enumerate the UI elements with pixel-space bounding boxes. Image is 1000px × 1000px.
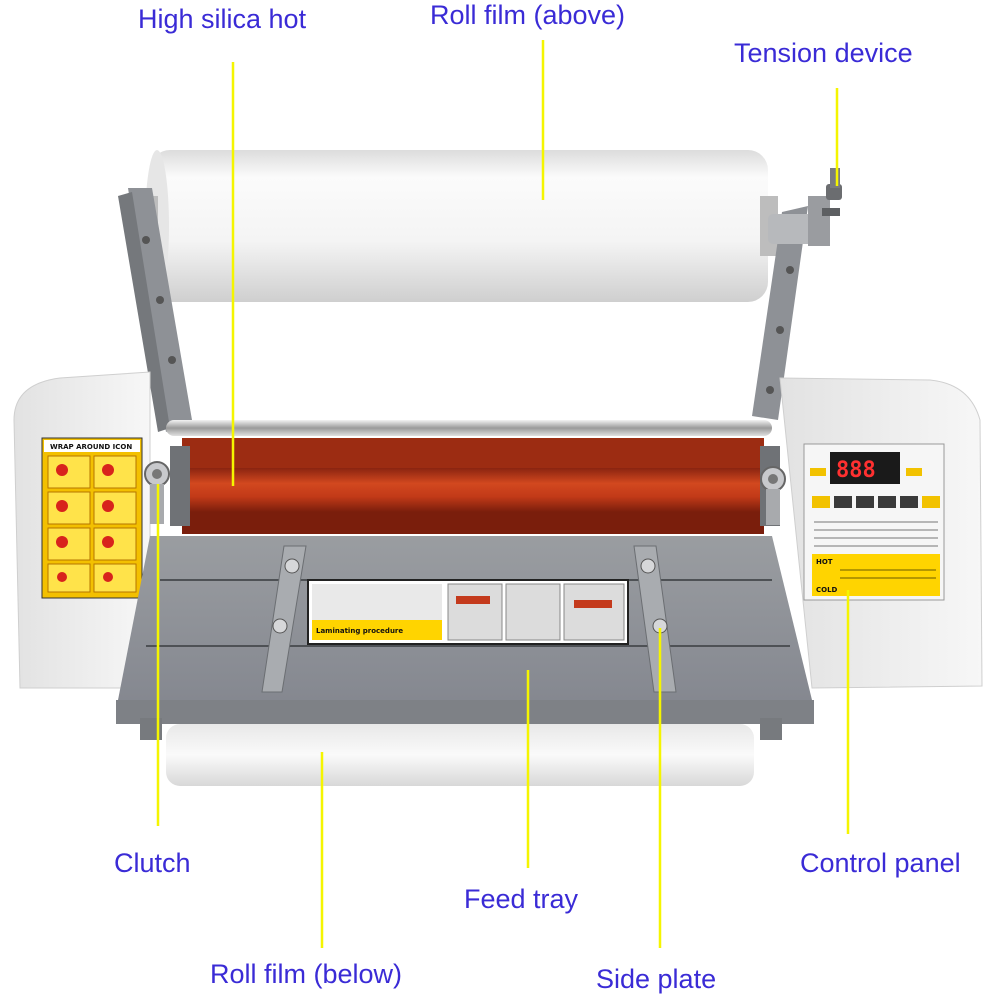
left-sticker-title: WRAP AROUND ICON bbox=[50, 443, 132, 451]
callout-clutch: Clutch bbox=[114, 848, 191, 878]
roll-film-below bbox=[140, 718, 782, 786]
side-arms bbox=[118, 188, 808, 432]
callout-control-panel: Control panel bbox=[800, 848, 961, 878]
callout-roll-film-above: Roll film (above) bbox=[430, 0, 626, 30]
left-sticker: WRAP AROUND ICON bbox=[41, 437, 143, 599]
callout-roll-film-below: Roll film (below) bbox=[210, 959, 403, 989]
callout-high-silica-hot: High silica hot bbox=[138, 4, 307, 34]
tray-sticker-heading: Laminating procedure bbox=[316, 627, 403, 635]
clutch bbox=[144, 461, 786, 525]
control-panel: 888 HOT COLD bbox=[803, 443, 945, 601]
temperature-display: 888 bbox=[836, 458, 876, 483]
tension-device bbox=[768, 168, 842, 246]
side-plates bbox=[261, 545, 677, 693]
callout-side-plate: Side plate bbox=[596, 964, 717, 994]
panel-cold-label: COLD bbox=[816, 586, 838, 594]
leader-lines bbox=[156, 40, 850, 948]
callout-tension-device: Tension device bbox=[734, 38, 913, 68]
panel-hot-label: HOT bbox=[816, 558, 833, 566]
callout-feed-tray: Feed tray bbox=[464, 884, 579, 914]
roller-assembly bbox=[166, 420, 780, 534]
feed-tray: Laminating procedure bbox=[116, 536, 814, 724]
